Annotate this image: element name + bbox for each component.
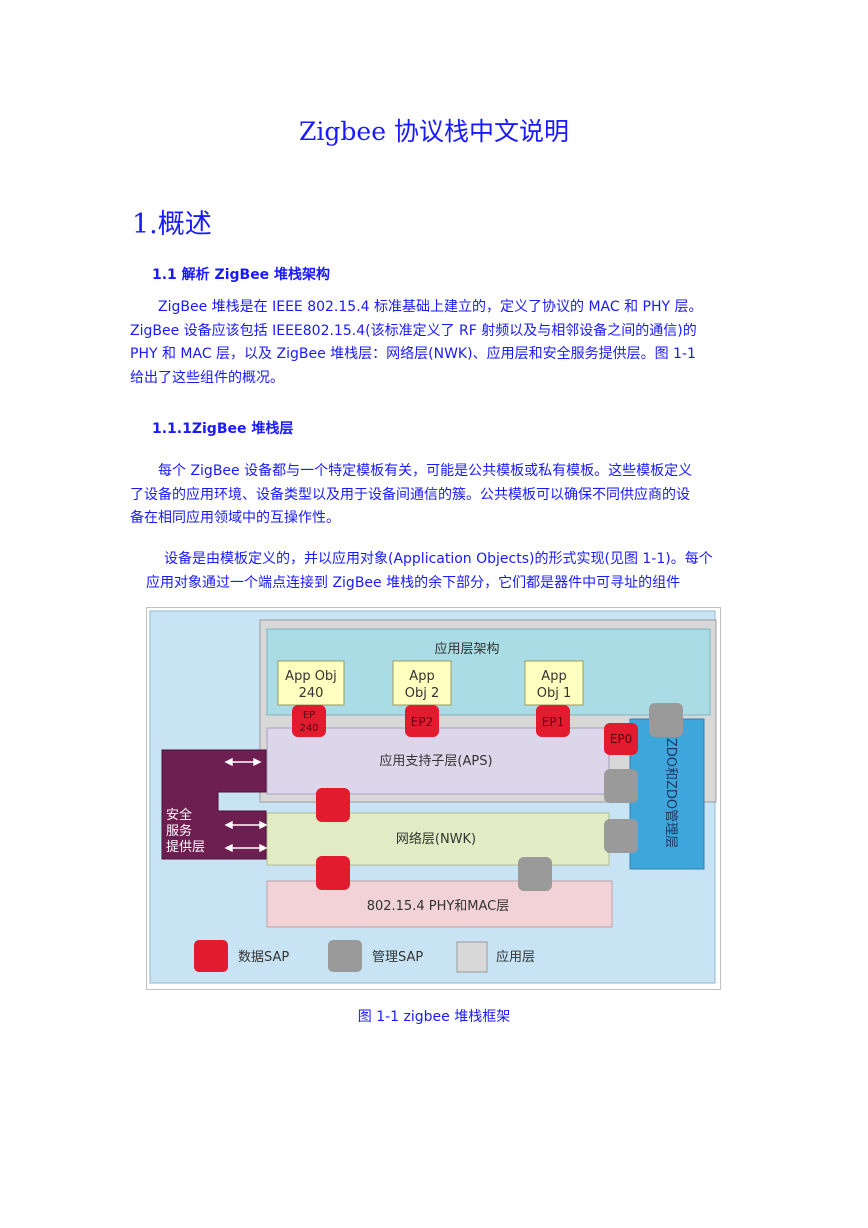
ep240-sap (292, 705, 326, 737)
legend-mgmt-sap-label: 管理SAP (372, 950, 423, 965)
mgmt-sap-zdo-top (649, 703, 683, 737)
ep240-label: 240 (299, 723, 318, 734)
paragraph-line: 给出了这些组件的概况。 (130, 369, 284, 386)
paragraph-profiles: 每个 ZigBee 设备都与一个特定模板有关，可能是公共模板或私有模板。这些模板… (130, 460, 740, 531)
paragraph-line: ZigBee 堆栈是在 IEEE 802.15.4 标准基础上建立的，定义了协议… (158, 299, 703, 315)
ep0-sap (604, 723, 638, 755)
paragraph-line: 设备是由模板定义的，并以应用对象(Application Objects)的形式… (164, 551, 713, 567)
paragraph-stack-overview: ZigBee 堆栈是在 IEEE 802.15.4 标准基础上建立的，定义了协议… (130, 296, 740, 390)
mgmt-sap-nwk (604, 819, 638, 853)
document-title: Zigbee 协议栈中文说明 (299, 117, 569, 146)
security-label-line: 服务 (166, 823, 192, 839)
data-sap-nwk (316, 788, 350, 822)
app-obj-240 (277, 660, 345, 706)
legend-data-sap-swatch (194, 940, 228, 972)
paragraph-line: 应用对象通过一个端点连接到 ZigBee 堆栈的余下部分，它们都是器件中可寻址的… (146, 574, 681, 591)
paragraph-line: 备在相同应用领域中的互操作性。 (130, 510, 340, 526)
zdo-box (629, 718, 705, 870)
paragraph-line: PHY 和 MAC 层，以及 ZigBee 堆栈层：网络层(NWK)、应用层和安… (130, 346, 696, 362)
app-obj-240-label: App Obj (285, 669, 337, 684)
legend-app-layer-swatch (456, 941, 488, 973)
app-obj-2 (392, 660, 452, 706)
aps-label: 应用支持子层(APS) (379, 753, 492, 769)
figure-caption: 图 1-1 zigbee 堆栈框架 (357, 1009, 511, 1025)
app-framework-label: 应用层架构 (434, 641, 499, 657)
app-obj-1 (524, 660, 584, 706)
zigbee-stack-diagram: 应用层架构 ZDO和ZDO管理层 应用支持子层(APS) 网络层(NWK) 80… (146, 607, 721, 990)
app-obj-1-label: App (541, 669, 566, 684)
paragraph-line: ZigBee 设备应该包括 IEEE802.15.4(该标准定义了 RF 射频以… (130, 322, 697, 339)
paragraph-application-objects: 设备是由模板定义的，并以应用对象(Application Objects)的形式… (146, 548, 742, 595)
nwk-label: 网络层(NWK) (396, 831, 476, 847)
security-box (161, 749, 267, 860)
ep240-label: EP (303, 710, 315, 721)
app-obj-2-label: App (409, 669, 434, 684)
aps-box (266, 727, 610, 795)
legend-mgmt-sap-swatch (328, 940, 362, 972)
ep2-label: EP2 (411, 715, 433, 729)
paragraph-line: 每个 ZigBee 设备都与一个特定模板有关，可能是公共模板或私有模板。这些模板… (158, 463, 693, 479)
section-heading-1-1-1: 1.1.1ZigBee 堆栈层 (152, 421, 294, 437)
paragraph-line: 了设备的应用环境、设备类型以及用于设备间通信的簇。公共模板可以确保不同供应商的设 (130, 486, 690, 503)
app-obj-240-label: 240 (299, 686, 324, 701)
data-sap-phy (316, 856, 350, 890)
mgmt-sap-phy (518, 857, 552, 891)
section-heading-1: 1.概述 (132, 209, 212, 240)
mgmt-sap-aps (604, 769, 638, 803)
legend-data-sap-label: 数据SAP (238, 950, 289, 965)
security-label-line: 提供层 (166, 839, 205, 855)
app-obj-1-label: Obj 1 (537, 686, 572, 701)
ep0-label: EP0 (610, 732, 632, 746)
ep2-sap (405, 705, 439, 737)
security-arrows (224, 757, 268, 853)
phy-mac-label: 802.15.4 PHY和MAC层 (367, 899, 510, 914)
app-obj-2-label: Obj 2 (405, 686, 440, 701)
legend-app-layer-label: 应用层 (496, 949, 535, 965)
security-label-line: 安全 (166, 807, 192, 823)
section-heading-1-1: 1.1 解析 ZigBee 堆栈架构 (152, 267, 331, 283)
zdo-label: ZDO和ZDO管理层 (663, 738, 678, 848)
ep1-label: EP1 (542, 715, 564, 729)
ep1-sap (536, 705, 570, 737)
